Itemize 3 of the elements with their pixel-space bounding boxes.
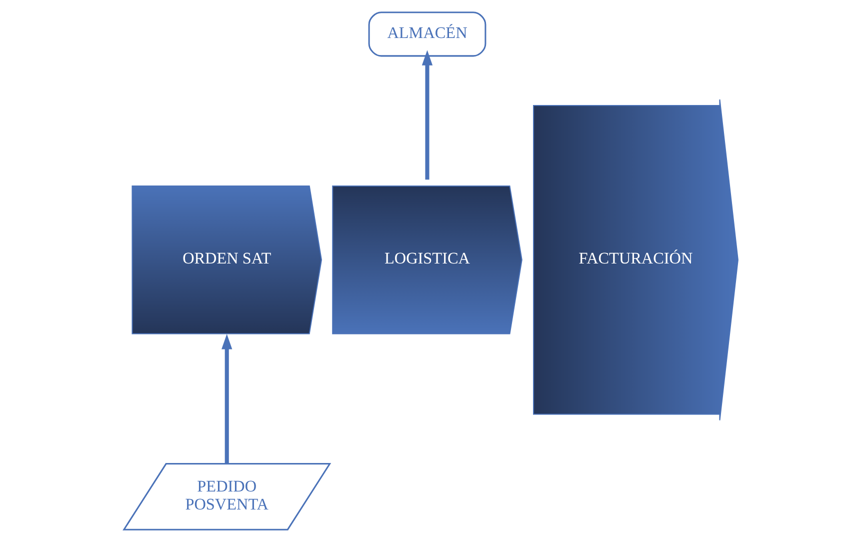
arrow <box>222 334 232 464</box>
node-box: ALMACÉN <box>368 12 486 57</box>
arrow <box>422 50 433 180</box>
